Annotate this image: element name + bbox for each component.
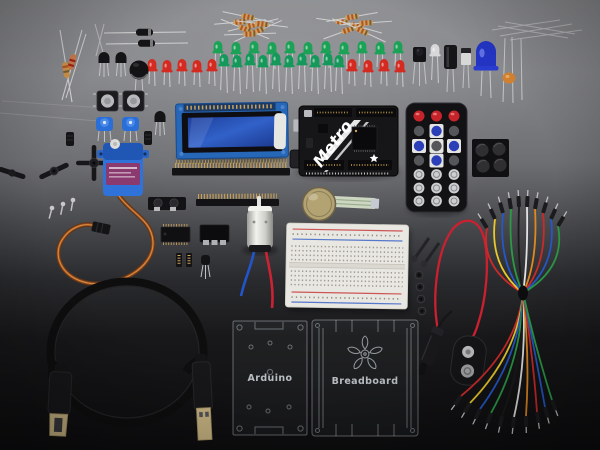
vignette-overlay: [0, 0, 600, 450]
kit-photo: Metro: [0, 0, 600, 450]
kit-photo-canvas: Metro: [0, 0, 600, 450]
